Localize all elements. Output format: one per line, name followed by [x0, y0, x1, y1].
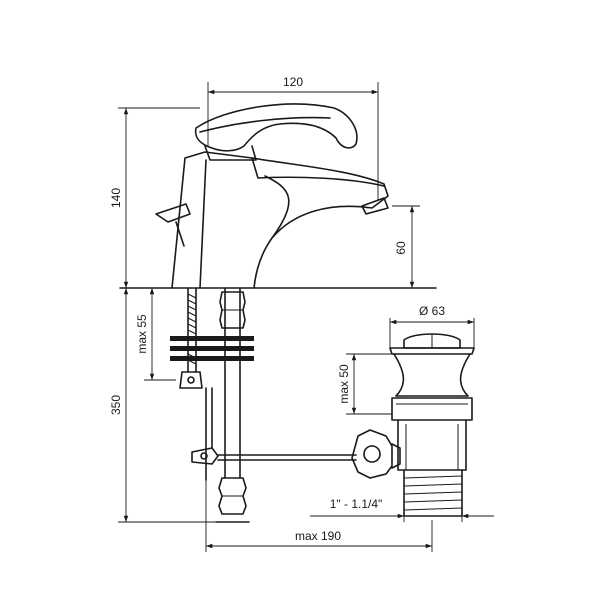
dim-max-deck [144, 288, 176, 381]
dim-label-max-deck: max 55 [135, 314, 149, 354]
dim-thread [310, 498, 494, 522]
mounting-shank [170, 287, 254, 389]
dim-total-height [118, 107, 200, 288]
pop-up-rod [191, 387, 357, 481]
supply-hose [215, 287, 250, 523]
pop-up-drain [351, 333, 475, 517]
faucet-body [119, 151, 437, 289]
lever-handle [194, 103, 358, 161]
dim-label-spout-height: 60 [394, 241, 408, 255]
dim-label-drain-diameter: Ø 63 [419, 304, 445, 318]
dim-label-total-height: 140 [109, 188, 123, 208]
dim-label-thread: 1" - 1.1/4" [330, 497, 383, 511]
dim-label-max-width: max 190 [295, 529, 341, 543]
dim-max-drain [346, 353, 392, 415]
dim-spout-height [392, 205, 420, 288]
dim-drain-diameter [389, 318, 475, 350]
dim-label-spout-reach: 120 [283, 75, 303, 89]
dim-spout-reach [207, 82, 379, 200]
dim-max-width [205, 480, 433, 552]
dim-label-max-drain: max 50 [337, 364, 351, 404]
dim-label-hose-length: 350 [109, 395, 123, 415]
dim-hose-length [118, 288, 216, 523]
